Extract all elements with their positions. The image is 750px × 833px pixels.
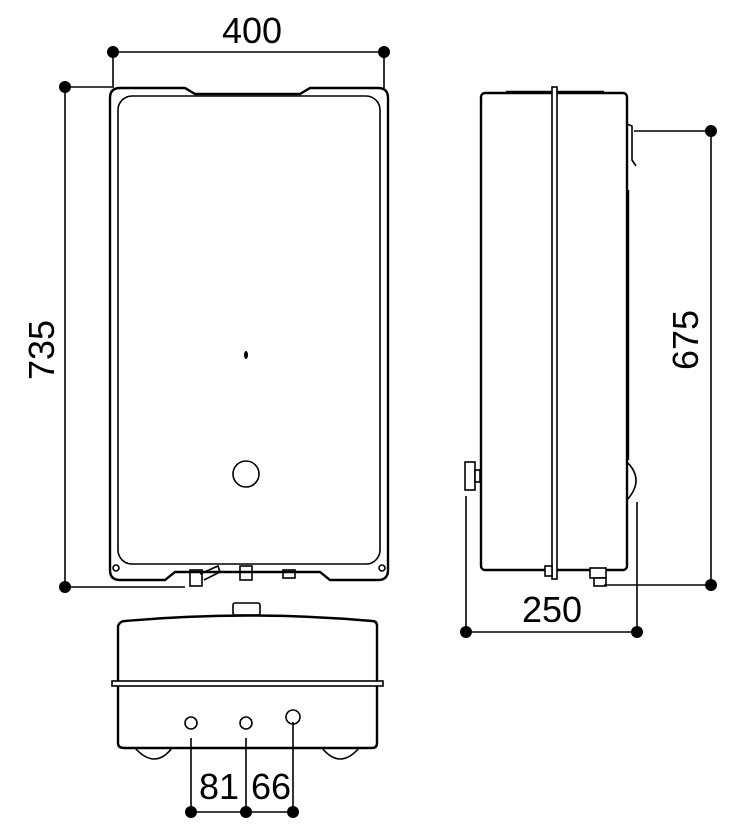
indicator-hole bbox=[244, 351, 248, 359]
front-view: 400 735 bbox=[21, 10, 390, 593]
dim-front-height: 735 bbox=[21, 320, 62, 380]
dim-bottom-left: 81 bbox=[199, 766, 239, 807]
dim-front-width: 400 bbox=[222, 10, 282, 51]
side-view: 675 250 bbox=[460, 86, 717, 638]
dim-bottom-right: 66 bbox=[251, 766, 291, 807]
bottom-view: 81 66 bbox=[111, 602, 384, 818]
viewing-window bbox=[232, 460, 260, 488]
dim-side-height: 675 bbox=[665, 310, 706, 370]
dim-side-depth: 250 bbox=[522, 589, 582, 630]
